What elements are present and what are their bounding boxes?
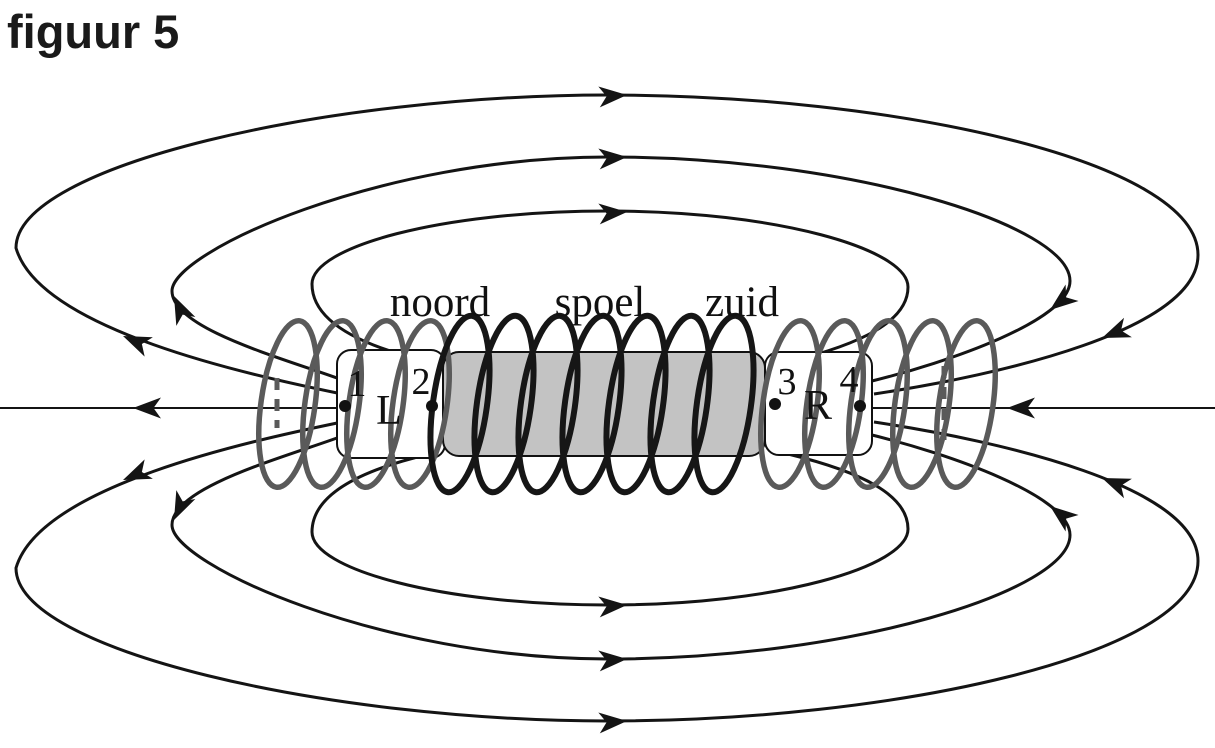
winding-loop-light [388,317,452,491]
winding-loop-light [344,317,408,491]
windings [256,312,998,496]
winding-loop-dark [515,312,581,496]
terminal-dot [769,398,781,410]
field-arrow [1102,478,1132,499]
label-terminal-R: R [804,383,832,429]
coil-assembly [256,312,998,496]
winding-loop-light [846,317,910,491]
label-point-2: 2 [412,361,431,403]
label-spoel: spoel [555,279,646,326]
label-point-3: 3 [778,361,797,403]
figure-title: figuur 5 [7,5,179,58]
diagram-labels: noord spoel zuid 1 2 3 4 L R [348,279,859,434]
winding-loop-light [256,317,320,491]
field-arrow [598,203,627,225]
field-arrow [598,650,627,672]
terminal-dot [339,400,351,412]
field-arrow [133,397,161,419]
terminal-dot [854,400,866,412]
label-point-1: 1 [348,363,367,405]
field-arrow [598,712,627,734]
field-arrow [123,336,153,357]
field-arrow [1050,284,1079,310]
winding-loop-dark [559,312,625,496]
winding-loop-dark [603,312,669,496]
field-arrow [174,490,196,520]
label-point-4: 4 [840,359,859,401]
field-loop-top-outer [14,93,1200,396]
terminal-dots [339,398,866,412]
field-arrow [174,296,196,326]
field-arrow [1102,317,1132,338]
field-direction-arrows [123,86,1132,734]
field-arrow [1007,397,1035,419]
field-arrow [598,148,627,170]
winding-loop-dark [471,312,537,496]
winding-loop-light [300,317,364,491]
field-arrow [598,596,627,618]
field-arrow [598,86,627,108]
field-arrow [1050,506,1079,532]
label-zuid: zuid [705,279,779,326]
winding-loop-dark [691,312,757,496]
terminal-dot [426,400,438,412]
winding-loop-dark [647,312,713,496]
winding-loop-light [758,317,822,491]
label-noord: noord [390,279,490,326]
field-arrow [123,459,153,480]
winding-loop-light [934,317,998,491]
label-terminal-L: L [376,388,402,434]
field-lines [0,86,1215,734]
winding-loop-light [890,317,954,491]
